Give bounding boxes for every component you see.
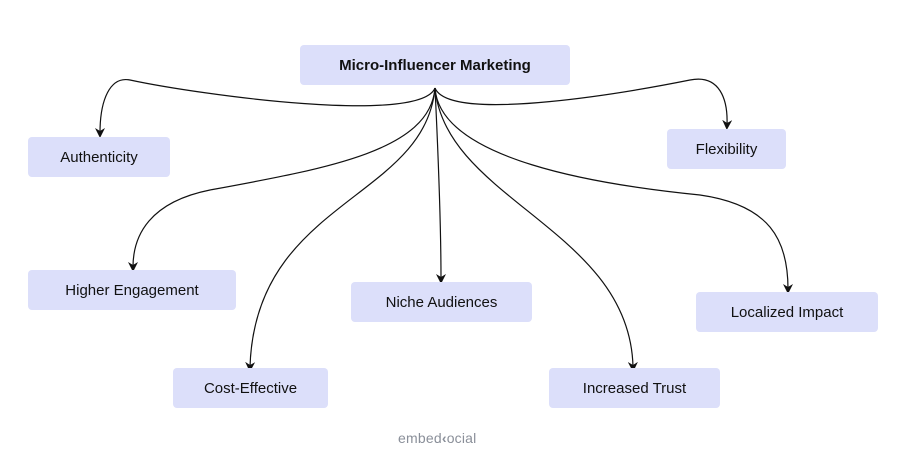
node-cost-effective: Cost-Effective xyxy=(173,368,328,408)
logo-mark-icon: ‹ xyxy=(441,430,447,446)
node-label: Authenticity xyxy=(60,148,138,166)
edge-cost-effective xyxy=(245,87,436,372)
edge-localized-impact xyxy=(434,87,793,294)
edge-authenticity xyxy=(95,79,436,138)
node-label: Niche Audiences xyxy=(385,293,498,311)
embedsocial-logo: embed‹ocial xyxy=(398,430,477,446)
node-higher-engagement: Higher Engagement xyxy=(28,270,236,310)
node-label: Micro-Influencer Marketing xyxy=(339,56,531,74)
node-authenticity: Authenticity xyxy=(28,137,170,177)
node-increased-trust: Increased Trust xyxy=(549,368,720,408)
node-micro-influencer-marketing: Micro-Influencer Marketing xyxy=(300,45,570,85)
edge-higher-engagement xyxy=(128,87,436,272)
edge-increased-trust xyxy=(434,87,638,372)
node-label: Cost-Effective xyxy=(203,379,298,397)
edge-niche-audiences xyxy=(434,87,446,284)
node-flexibility: Flexibility xyxy=(667,129,786,169)
node-localized-impact: Localized Impact xyxy=(696,292,878,332)
node-label: Increased Trust xyxy=(582,379,687,397)
edge-flexibility xyxy=(434,78,733,130)
node-label: Localized Impact xyxy=(730,303,844,321)
node-niche-audiences: Niche Audiences xyxy=(351,282,532,322)
node-label: Flexibility xyxy=(695,140,758,158)
node-label: Higher Engagement xyxy=(65,281,199,299)
